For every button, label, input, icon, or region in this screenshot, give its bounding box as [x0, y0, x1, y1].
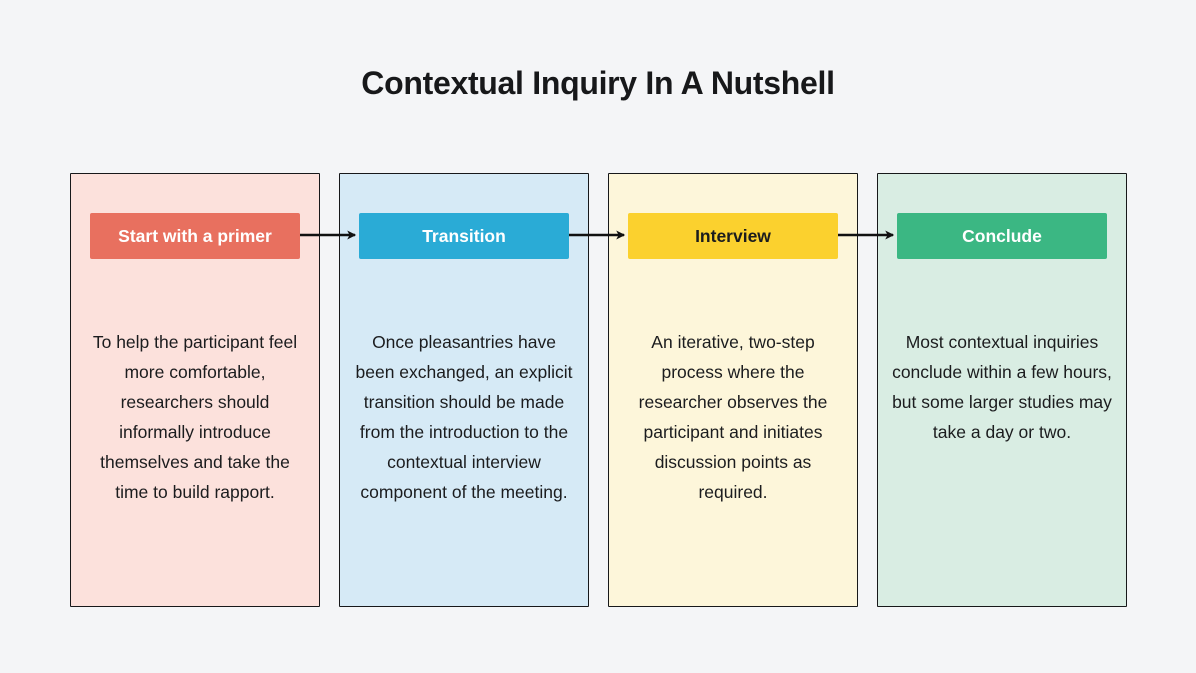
- step-card-transition: Transition Once pleasantries have been e…: [339, 173, 589, 607]
- step-card-start-with-a-primer: Start with a primer To help the particip…: [70, 173, 320, 607]
- step-card-conclude: Conclude Most contextual inquiries concl…: [877, 173, 1127, 607]
- step-description-transition: Once pleasantries have been exchanged, a…: [355, 332, 573, 502]
- step-description-interview: An iterative, two-step process where the…: [638, 332, 828, 502]
- step-header-conclude: Conclude: [897, 213, 1107, 259]
- step-header-interview: Interview: [628, 213, 838, 259]
- step-description-conclude: Most contextual inquiries conclude withi…: [892, 332, 1112, 442]
- step-description-start-with-a-primer: To help the participant feel more comfor…: [92, 332, 298, 502]
- step-header-transition: Transition: [359, 213, 569, 259]
- page-title: Contextual Inquiry In A Nutshell: [361, 65, 835, 101]
- step-header-start-with-a-primer: Start with a primer: [90, 213, 300, 259]
- steps-row: Start with a primer To help the particip…: [70, 173, 1127, 607]
- step-card-interview: Interview An iterative, two-step process…: [608, 173, 858, 607]
